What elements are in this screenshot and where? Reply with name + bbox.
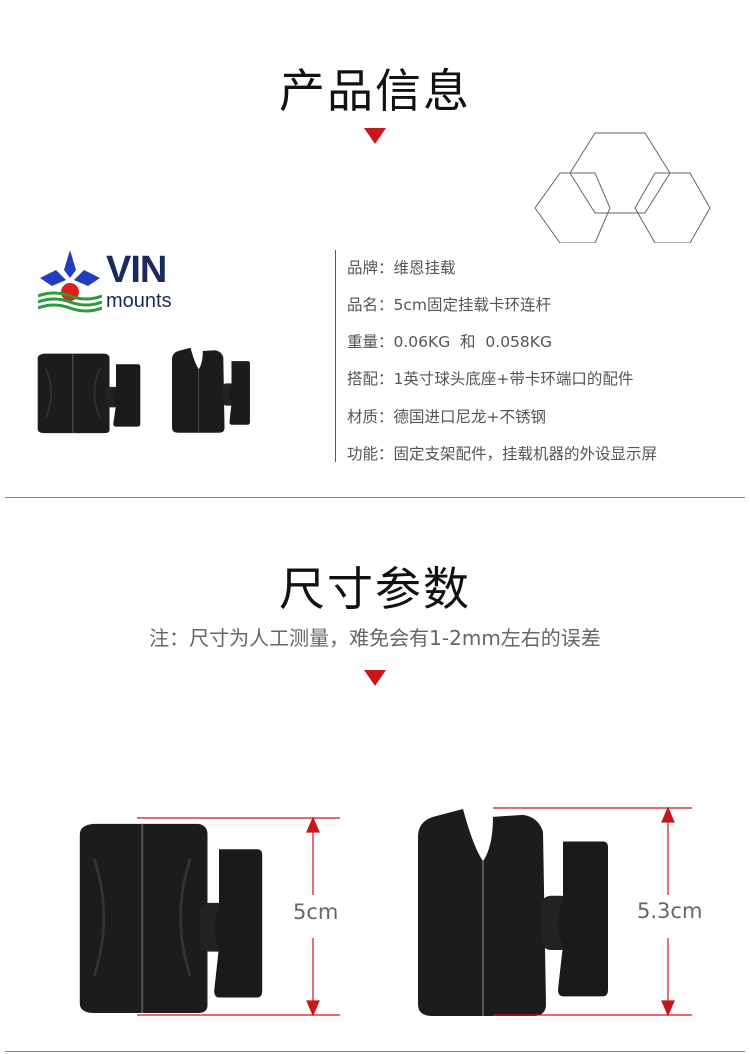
logo-sub-text: mounts bbox=[106, 290, 172, 312]
hexagon-decoration-icon bbox=[534, 132, 711, 243]
section-title-dimensions: 尺寸参数 bbox=[279, 562, 471, 616]
spec-row-material: 材质：德国进口尼龙+不锈钢 bbox=[347, 405, 546, 427]
section-divider bbox=[5, 497, 745, 498]
spec-value: 1英寸球头底座+带卡环端口的配件 bbox=[393, 370, 634, 388]
spec-row-function: 功能：固定支架配件，挂载机器的外设显示屏 bbox=[347, 442, 657, 464]
measurement-note: 注：尺寸为人工测量，难免会有1-2mm左右的误差 bbox=[149, 626, 601, 650]
dimension-label-open: 5.3cm bbox=[637, 899, 703, 923]
spec-divider-line bbox=[335, 250, 336, 462]
spec-value: 0.06KG 和 0.058KG bbox=[393, 333, 552, 351]
down-arrow-icon bbox=[364, 670, 386, 686]
spec-label: 品牌： bbox=[347, 259, 394, 277]
spec-label: 材质： bbox=[347, 408, 394, 426]
logo-emblem-icon bbox=[38, 250, 102, 313]
dimension-lines bbox=[137, 806, 692, 1017]
spec-value: 维恩挂载 bbox=[393, 259, 456, 277]
spec-row-brand: 品牌：维恩挂载 bbox=[347, 256, 456, 278]
spec-label: 功能： bbox=[347, 445, 394, 463]
spec-value: 固定支架配件，挂载机器的外设显示屏 bbox=[393, 445, 658, 463]
spec-label: 品名： bbox=[347, 296, 394, 314]
product-image-clamp-closed bbox=[35, 352, 143, 434]
spec-value: 5cm固定挂载卡环连杆 bbox=[393, 296, 551, 314]
product-image-clamp-open bbox=[170, 347, 252, 434]
spec-row-name: 品名：5cm固定挂载卡环连杆 bbox=[347, 293, 551, 315]
vin-mounts-logo: VIN mounts bbox=[38, 250, 178, 314]
logo-brand-text: VIN bbox=[106, 249, 167, 291]
down-arrow-icon bbox=[364, 128, 386, 144]
spec-row-weight: 重量：0.06KG 和 0.058KG bbox=[347, 330, 552, 352]
bottom-divider bbox=[5, 1051, 745, 1052]
spec-row-compatibility: 搭配：1英寸球头底座+带卡环端口的配件 bbox=[347, 367, 633, 389]
spec-value: 德国进口尼龙+不锈钢 bbox=[393, 408, 547, 426]
spec-label: 搭配： bbox=[347, 370, 394, 388]
dimension-label-closed: 5cm bbox=[293, 900, 339, 924]
section-title-product-info: 产品信息 bbox=[279, 64, 471, 118]
spec-label: 重量： bbox=[347, 333, 394, 351]
